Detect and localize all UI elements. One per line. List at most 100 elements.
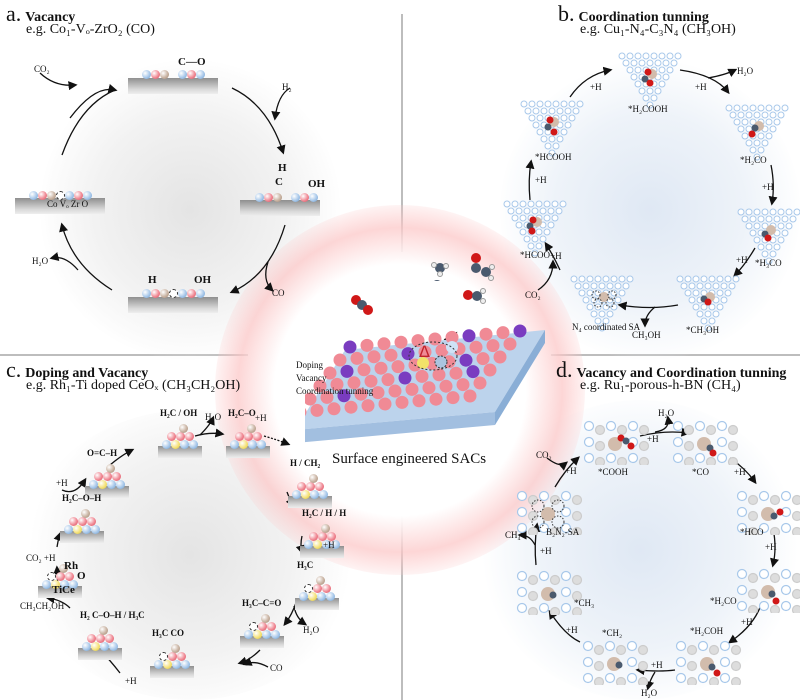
label-h2co: *H₂CO — [710, 596, 737, 606]
adsorbate-label: H / CH₂ — [290, 458, 321, 468]
ce-atom — [248, 440, 257, 449]
o-atom — [38, 191, 47, 200]
panel-a-letter: a. — [6, 1, 22, 26]
zr-atom — [291, 193, 300, 202]
ce-atom — [322, 540, 331, 549]
surface-label-ce: Ce — [62, 584, 75, 596]
step-label: +H — [651, 660, 663, 670]
rh-atom — [309, 474, 318, 483]
o-atom — [78, 517, 87, 526]
surface-atom — [435, 343, 449, 357]
step-label: +H — [125, 676, 137, 686]
intermediate-hcooh — [520, 100, 584, 157]
ce-atom — [257, 440, 266, 449]
arrow-a-3 — [229, 224, 286, 294]
surface-atom — [493, 350, 507, 364]
rh-atom — [106, 464, 115, 473]
label-hcooh: *HCOOH — [535, 152, 572, 162]
adsorbate-label: H₂C–O–H — [62, 493, 102, 503]
active-site-highlight — [408, 341, 458, 371]
o-site — [159, 652, 168, 661]
ce-atom — [299, 592, 308, 601]
o-atom — [112, 472, 121, 481]
center-caption: Surface engineered SACs — [332, 451, 487, 467]
arrow-a-1b — [69, 84, 118, 119]
arrow-a-1 — [61, 89, 116, 156]
zr-atom — [83, 191, 92, 200]
arrow-b-co2 — [537, 259, 558, 291]
ce-atom — [116, 480, 125, 489]
o-atom — [103, 472, 112, 481]
arrow-b-6 — [544, 241, 561, 271]
arrow-b-h2o — [707, 68, 738, 79]
species-h2o-out: H₂O — [658, 408, 675, 418]
arrow-a-co2 — [39, 72, 78, 91]
adsorbate-label: H₂C / H / H — [302, 508, 347, 518]
surface-atom — [367, 350, 381, 364]
heat-symbol: Δ — [419, 342, 430, 361]
o-atom — [300, 193, 309, 202]
arrow-c-11 — [61, 477, 87, 493]
horizontal-divider-left — [0, 354, 248, 356]
ti-atom — [98, 480, 107, 489]
o-atom — [176, 432, 185, 441]
surface-atom — [476, 352, 490, 366]
adsorbate-label: H₂ C–O–H / H₃C — [80, 610, 145, 620]
panel-d-header: d. Vacancy and Coordination tunning — [556, 357, 786, 383]
arrow-b-5 — [617, 301, 679, 311]
o-atom — [267, 622, 276, 631]
surface-atom — [310, 403, 324, 417]
arrow-b-3 — [768, 164, 778, 206]
surface-slab — [38, 586, 82, 598]
ce-atom — [172, 660, 181, 669]
surface-slab — [85, 486, 129, 498]
ti-atom — [163, 660, 172, 669]
ce-atom — [271, 630, 280, 639]
surface-atom — [323, 366, 337, 380]
label-cooh: *COOH — [598, 467, 629, 477]
o-atom — [322, 584, 331, 593]
rh-atom — [316, 576, 325, 585]
surface-site-label: Co Vₒ Zr O — [47, 199, 89, 209]
rh-atom — [321, 524, 330, 533]
strategy-vacancy: Vacancy — [296, 373, 327, 383]
adsorbate-label: H₂C / OH — [160, 408, 198, 418]
center-sac-illustration — [305, 324, 545, 443]
catalyst-state: H₂C / H / H — [300, 508, 350, 560]
ti-atom — [253, 630, 262, 639]
surface-atom — [456, 378, 470, 392]
surface-atom — [395, 395, 409, 409]
o-atom — [264, 193, 273, 202]
surface-atom — [445, 330, 459, 344]
o-atom — [151, 70, 160, 79]
catalyst-state: H₂C / OH — [158, 408, 208, 460]
step-label: +H — [647, 434, 659, 444]
ce-atom — [310, 490, 319, 499]
surface-atom — [320, 390, 334, 404]
ce-atom — [317, 592, 326, 601]
species-co2-in: CO₂ — [525, 290, 541, 300]
label-h2co: *H₂CO — [740, 155, 767, 165]
adsorbate-label: O=C–H — [87, 448, 118, 458]
ti-atom — [301, 490, 310, 499]
rh-atom — [81, 509, 90, 518]
panel-d-title: Vacancy and Coordination tunning — [576, 366, 787, 381]
catalyst-state: O=C–H — [85, 448, 135, 500]
h-label: H — [278, 162, 287, 174]
ce-atom — [82, 642, 91, 651]
zr-atom — [142, 70, 151, 79]
label-ch3oh-ads: *CH₃OH — [686, 325, 720, 335]
surface-atom — [384, 348, 398, 362]
o-site — [235, 432, 244, 441]
step-label: +H — [565, 466, 577, 476]
o-atom — [177, 652, 186, 661]
species-co2-in: CO₂ — [536, 450, 552, 460]
o-site — [94, 472, 103, 481]
surface-atom — [360, 338, 374, 352]
surface-atom — [374, 361, 388, 375]
panel-c-title: Doping and Vacancy — [25, 366, 149, 381]
arrow-d-co2 — [546, 457, 568, 471]
strategy-doping: Doping — [296, 360, 323, 370]
o-atom — [313, 584, 322, 593]
catalyst-state: H₃C CO — [150, 628, 200, 680]
